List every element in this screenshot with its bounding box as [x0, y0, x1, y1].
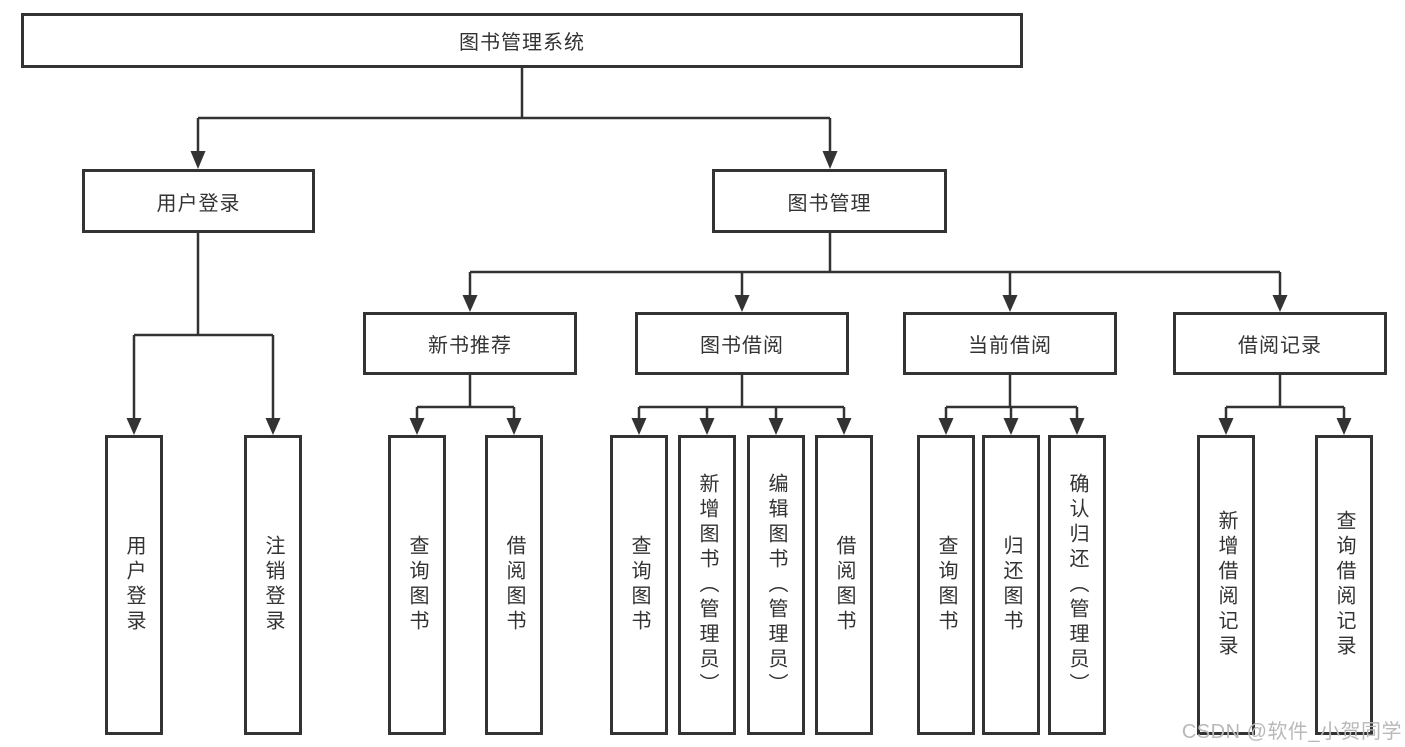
- leaf-query-books-borrowing: 查询图书: [610, 435, 668, 735]
- leaf-query-books-current-label: 查询图书: [935, 535, 957, 635]
- node-user-login: 用户登录: [82, 169, 315, 233]
- node-new-book-recommendation-label: 新书推荐: [428, 335, 512, 357]
- leaf-edit-books-admin-label: 编辑图书（管理员）: [765, 472, 787, 698]
- node-user-login-label: 用户登录: [156, 192, 241, 215]
- leaf-confirm-return-admin: 确认归还（管理员）: [1048, 435, 1106, 735]
- leaf-borrow-books-recommend-label: 借阅图书: [503, 535, 525, 635]
- leaf-query-books-borrowing-label: 查询图书: [628, 535, 650, 635]
- leaf-edit-books-admin: 编辑图书（管理员）: [747, 435, 805, 735]
- leaf-query-books-recommend-label: 查询图书: [406, 535, 428, 635]
- leaf-borrow-books-borrowing-label: 借阅图书: [833, 535, 855, 635]
- leaf-return-books: 归还图书: [982, 435, 1040, 735]
- node-borrowing-records-label: 借阅记录: [1238, 335, 1322, 357]
- csdn-watermark: CSDN @软件_小贺同学: [1181, 721, 1402, 743]
- node-book-borrowing: 图书借阅: [635, 312, 849, 375]
- leaf-query-borrow-record-label: 查询借阅记录: [1333, 510, 1355, 660]
- leaf-add-borrow-record-label: 新增借阅记录: [1215, 510, 1237, 660]
- leaf-return-books-label: 归还图书: [1000, 535, 1022, 635]
- node-book-management-label: 图书管理: [787, 192, 872, 215]
- leaf-logout: 注销登录: [244, 435, 302, 735]
- node-library-system: 图书管理系统: [21, 13, 1023, 68]
- leaf-add-books-admin-label: 新增图书（管理员）: [696, 472, 718, 698]
- node-library-system-label: 图书管理系统: [459, 32, 585, 54]
- node-new-book-recommendation: 新书推荐: [363, 312, 577, 375]
- leaf-logout-label: 注销登录: [262, 535, 284, 635]
- node-current-borrowing-label: 当前借阅: [968, 335, 1052, 357]
- leaf-user-login-label: 用户登录: [123, 535, 145, 635]
- node-current-borrowing: 当前借阅: [903, 312, 1117, 375]
- leaf-user-login: 用户登录: [105, 435, 163, 735]
- leaf-confirm-return-admin-label: 确认归还（管理员）: [1066, 472, 1088, 698]
- node-book-management: 图书管理: [712, 169, 947, 233]
- leaf-query-books-recommend: 查询图书: [388, 435, 446, 735]
- leaf-query-borrow-record: 查询借阅记录: [1315, 435, 1373, 735]
- node-book-borrowing-label: 图书借阅: [700, 335, 784, 357]
- leaf-borrow-books-recommend: 借阅图书: [485, 435, 543, 735]
- leaf-borrow-books-borrowing: 借阅图书: [815, 435, 873, 735]
- leaf-add-books-admin: 新增图书（管理员）: [678, 435, 736, 735]
- leaf-add-borrow-record: 新增借阅记录: [1197, 435, 1255, 735]
- node-borrowing-records: 借阅记录: [1173, 312, 1387, 375]
- leaf-query-books-current: 查询图书: [917, 435, 975, 735]
